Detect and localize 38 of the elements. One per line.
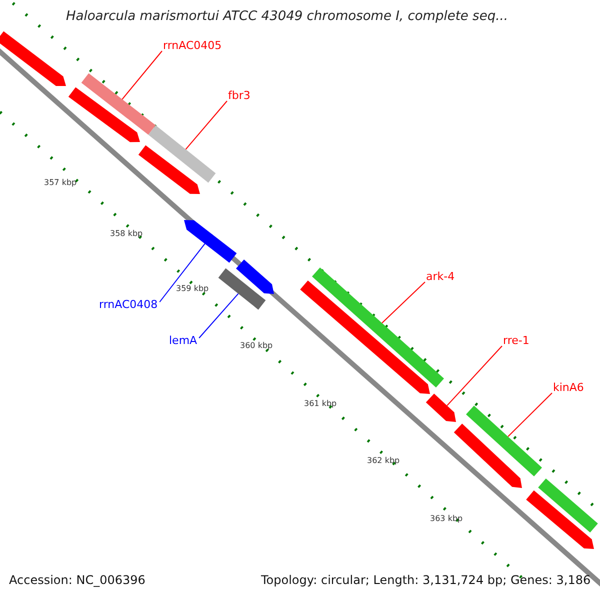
position-label: 358 kbp	[110, 229, 143, 238]
position-label: 362 kbp	[367, 456, 400, 465]
gene-block	[184, 220, 237, 263]
gene-label: kinA6	[553, 381, 584, 394]
gene-block	[68, 87, 140, 142]
gene-block	[466, 406, 542, 476]
gene-block	[454, 424, 522, 488]
footer-text: Topology: circular; Length: 3,131,724 bp; Genes: 3,186	[261, 573, 591, 587]
gene-label: lemA	[169, 334, 198, 347]
gene-label: rrnAC0408	[99, 298, 158, 311]
leader-line	[198, 293, 239, 338]
gene-label: rrnAC0405	[163, 39, 222, 52]
gene-label: fbr3	[228, 89, 250, 102]
gene-block	[81, 73, 156, 135]
position-label: 359 kbp	[176, 284, 209, 293]
gene-block	[426, 394, 456, 422]
gene-block	[138, 145, 200, 194]
leader-line	[185, 100, 228, 150]
gene-label: rre-1	[503, 334, 530, 347]
gene-block	[0, 31, 66, 86]
position-label: 363 kbp	[430, 514, 463, 523]
leader-line	[446, 346, 502, 406]
leader-line	[159, 234, 213, 302]
leader-line	[508, 392, 552, 438]
footer-text: Accession: NC_006396	[9, 573, 146, 587]
position-label: 357 kbp	[44, 178, 77, 187]
gene-block	[148, 125, 216, 183]
position-label: 361 kbp	[304, 399, 337, 408]
gene-label: ark-4	[426, 270, 455, 283]
position-label: 360 kbp	[240, 341, 273, 350]
title: Haloarcula marismortui ATCC 43049 chromosome I, complete seq...	[66, 9, 508, 24]
gene-block	[526, 490, 594, 549]
gene-block	[538, 478, 598, 532]
leader-line	[382, 282, 426, 324]
gene-block	[236, 260, 274, 294]
leader-line	[122, 50, 162, 100]
gene-block	[300, 280, 430, 394]
gene-block	[218, 268, 266, 310]
